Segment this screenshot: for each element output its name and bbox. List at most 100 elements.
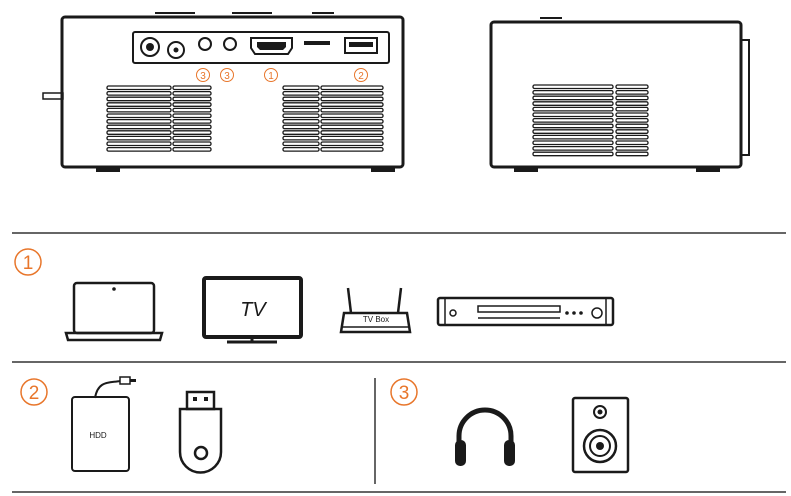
vent-slat [320,118,384,124]
vent-slat [615,129,649,134]
vent-slat [532,101,614,106]
vent-slat [282,107,320,113]
vent-slat [106,85,172,91]
laptop-icon [64,281,164,342]
svg-text:3: 3 [224,71,230,82]
vent-slat [106,130,172,135]
rear-vent-grilles [106,85,384,152]
usb-port [344,37,378,54]
vent-slat [282,141,320,147]
vent-slat [172,90,212,96]
vent-slat [106,135,172,141]
usb-drive-icon [178,390,223,474]
vent-slat [172,96,212,102]
vent-slat [615,84,649,90]
sd-card-slot [304,41,330,45]
audio-jack-left [198,37,212,51]
vent-slat [282,130,320,135]
svg-text:2: 2 [358,71,364,82]
hdmi-port [250,37,293,55]
headphones-icon [455,407,515,466]
vent-slat [615,123,649,129]
section-3-audio: 3 [390,378,630,474]
vent-slat [106,90,172,96]
section-2-usb: 2 HDD [20,376,223,474]
vent-slat [172,85,212,91]
vent-slat [172,130,212,135]
vent-slat [282,113,320,119]
speaker-icon [571,396,630,474]
section-3-number: 3 [390,378,418,406]
hdd-icon: HDD [71,376,136,472]
vent-slat [532,134,614,140]
vent-slat [320,141,384,147]
dvd-player-icon [436,296,615,327]
svg-text:TV: TV [240,299,267,321]
vent-slat [532,129,614,134]
audio-jack-right [223,37,237,51]
vent-slat [320,85,384,91]
vent-slat [172,107,212,113]
vent-slat [615,140,649,146]
vent-slat [172,118,212,124]
section-1-hdmi: 1 TV TV Box [14,248,615,344]
vent-slat [172,113,212,119]
vent-slat [615,106,649,112]
section-2-number: 2 [20,378,48,406]
vent-slat [282,90,320,96]
vent-slat [282,96,320,102]
vent-slat [532,151,614,157]
vent-slat [106,118,172,124]
vent-slat [320,90,384,96]
port-label-audio-left: 3 [196,68,210,82]
vent-slat [172,146,212,152]
vent-slat [172,135,212,141]
port-label-audio-right: 3 [220,68,234,82]
vent-slat [615,117,649,123]
vent-slat [615,101,649,106]
vent-slat [320,102,384,107]
vent-slat [172,124,212,130]
section-1-number: 1 [14,248,42,276]
av-port [167,41,185,59]
projector-rear-view [42,12,405,172]
vent-slat [282,118,320,124]
vent-slat [320,107,384,113]
vent-slat [172,141,212,147]
vent-slat [532,140,614,146]
vent-slat [532,95,614,101]
vent-slat [282,135,320,141]
vent-slat [282,102,320,107]
side-vent-grille [532,84,649,157]
svg-text:3: 3 [399,383,410,404]
svg-text:HDD: HDD [89,431,107,440]
vent-slat [320,135,384,141]
vent-slat [615,145,649,151]
port-label-hdmi: 1 [264,68,278,82]
vent-slat [532,123,614,129]
vent-slat [532,89,614,95]
vent-slat [282,85,320,91]
vent-slat [615,112,649,118]
vent-slat [282,124,320,130]
projector-side-view [489,17,750,172]
vent-slat [106,146,172,152]
svg-text:1: 1 [268,71,274,82]
vent-slat [532,112,614,118]
vent-slat [106,113,172,119]
port-label-usb: 2 [354,68,368,82]
svg-text:1: 1 [23,253,34,274]
svg-text:2: 2 [29,383,40,404]
vent-slat [615,134,649,140]
vent-slat [532,145,614,151]
svg-text:TV Box: TV Box [363,315,389,324]
vent-slat [106,141,172,147]
vent-slat [282,146,320,152]
svg-text:3: 3 [200,71,206,82]
vent-slat [106,107,172,113]
vent-slat [106,102,172,107]
vent-slat [106,124,172,130]
vent-slat [106,96,172,102]
vent-slat [172,102,212,107]
